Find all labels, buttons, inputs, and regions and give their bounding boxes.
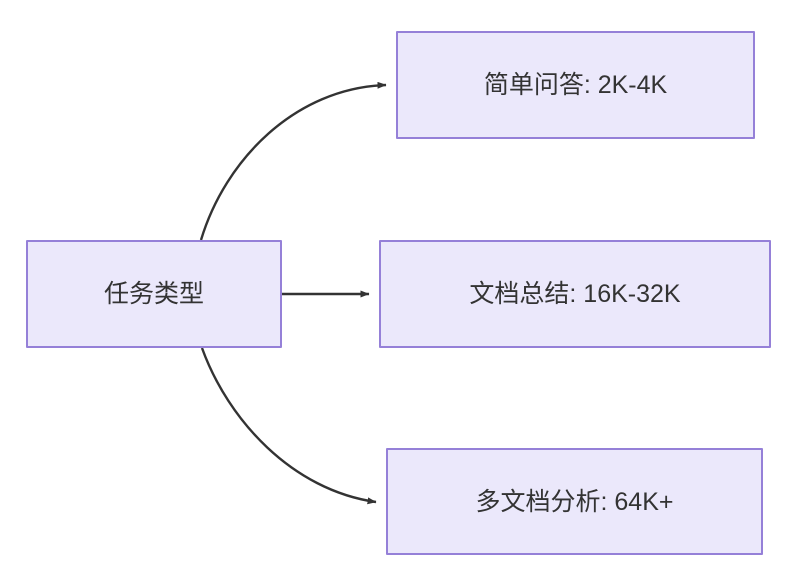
node-doc-summary-label: 文档总结: 16K-32K — [469, 280, 681, 308]
node-doc-summary[interactable]: 文档总结: 16K-32K — [379, 240, 771, 348]
node-simple-qa[interactable]: 简单问答: 2K-4K — [396, 31, 755, 139]
edge-root-to-multi-doc — [200, 347, 377, 505]
edge-root-to-simple-qa — [199, 81, 387, 241]
node-multi-doc-analysis-label: 多文档分析: 64K+ — [475, 487, 674, 516]
node-task-type[interactable]: 任务类型 — [26, 240, 282, 348]
node-multi-doc-analysis[interactable]: 多文档分析: 64K+ — [386, 448, 763, 555]
node-task-type-label: 任务类型 — [103, 280, 204, 308]
node-simple-qa-label: 简单问答: 2K-4K — [483, 71, 668, 99]
